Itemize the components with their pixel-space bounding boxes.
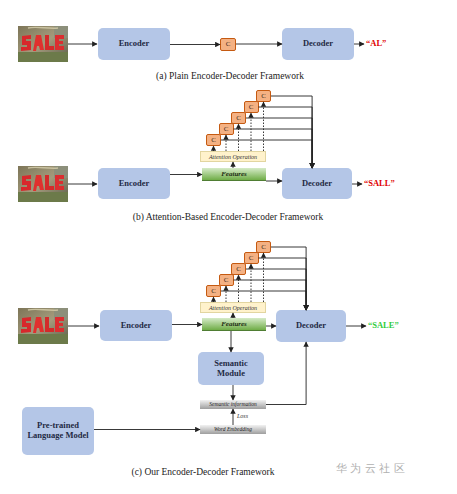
attention-context: C bbox=[256, 90, 271, 102]
node-text: Attention Operation bbox=[209, 305, 257, 311]
node-text: Encoder bbox=[119, 39, 150, 49]
connector bbox=[233, 385, 234, 400]
encoder-box: Encoder bbox=[100, 310, 172, 341]
node-text: C bbox=[236, 115, 241, 122]
attention-context: C bbox=[219, 123, 234, 135]
connector bbox=[263, 253, 264, 302]
context-vector: C bbox=[220, 38, 236, 51]
connector bbox=[233, 409, 234, 425]
node-text: C bbox=[226, 41, 231, 48]
connector bbox=[231, 331, 232, 352]
output-text: “SALL” bbox=[364, 178, 395, 188]
output-arrow bbox=[346, 326, 366, 327]
node-text: C bbox=[211, 288, 216, 295]
connector bbox=[266, 342, 306, 405]
connector bbox=[271, 96, 312, 168]
node-text: C bbox=[224, 277, 229, 284]
language-model-box: Pre-trained Language Model bbox=[22, 407, 94, 455]
connector bbox=[234, 129, 313, 168]
connector bbox=[94, 429, 200, 430]
decoder-box: Decoder bbox=[282, 28, 354, 60]
connector bbox=[170, 174, 202, 175]
connector bbox=[271, 247, 306, 310]
decoder-box: Decoder bbox=[276, 310, 346, 342]
connector bbox=[236, 44, 282, 45]
input-arrow bbox=[68, 184, 97, 185]
input-arrow bbox=[68, 44, 97, 45]
node-text: C bbox=[249, 255, 254, 262]
attention-context: C bbox=[231, 263, 246, 275]
node-text: Attention Operation bbox=[209, 154, 257, 160]
node-text: C bbox=[261, 93, 266, 100]
scene-photo bbox=[18, 26, 68, 62]
connector bbox=[226, 286, 227, 302]
node-text: Decoder bbox=[296, 321, 326, 331]
node-text: C bbox=[236, 266, 241, 273]
sub-caption: (c) Our Encoder-Decoder Framework bbox=[53, 467, 353, 477]
attention-box: Attention Operation bbox=[200, 302, 266, 313]
connector bbox=[170, 44, 220, 45]
connector bbox=[259, 107, 313, 168]
input-arrow bbox=[68, 326, 99, 327]
node-text: C bbox=[224, 126, 229, 133]
output-arrow bbox=[354, 44, 364, 45]
connector bbox=[263, 102, 264, 151]
features-bar: Features bbox=[202, 318, 266, 331]
sub-caption: (b) Attention-Based Encoder-Decoder Fram… bbox=[78, 212, 378, 222]
node-text: C bbox=[261, 244, 266, 251]
node-text: Word Embedding bbox=[214, 427, 252, 433]
attention-context: C bbox=[219, 274, 234, 286]
node-text: Decoder bbox=[303, 39, 333, 49]
scene-photo bbox=[18, 166, 68, 202]
connector bbox=[266, 326, 276, 327]
node-text: C bbox=[249, 104, 254, 111]
word-embedding-bar: Word Embedding bbox=[200, 425, 266, 434]
scene-photo bbox=[18, 308, 68, 344]
connector bbox=[251, 113, 252, 151]
semantic-info-bar: Semantic information bbox=[200, 400, 266, 409]
node-text: Encoder bbox=[119, 179, 150, 189]
connector bbox=[226, 135, 227, 151]
node-text: Features bbox=[221, 171, 247, 178]
decoder-box: Decoder bbox=[282, 168, 352, 199]
attention-context: C bbox=[231, 112, 246, 124]
output-text: “SALE” bbox=[368, 320, 399, 330]
output-arrow bbox=[352, 184, 362, 185]
encoder-box: Encoder bbox=[98, 168, 170, 199]
features-bar: Features bbox=[202, 168, 266, 181]
node-text: Pre-trained Language Model bbox=[27, 421, 89, 441]
node-text: Decoder bbox=[302, 179, 332, 189]
node-text: Features bbox=[221, 321, 247, 328]
attention-context: C bbox=[244, 252, 259, 264]
output-text: “AL” bbox=[366, 38, 386, 48]
node-text: C bbox=[211, 137, 216, 144]
attention-context: C bbox=[206, 285, 221, 297]
watermark: 华 为 云 社 区 bbox=[336, 461, 405, 476]
connector bbox=[238, 275, 239, 302]
semantic-module-box: Semantic Module bbox=[198, 352, 264, 385]
connector bbox=[251, 264, 252, 302]
node-text: Encoder bbox=[121, 321, 152, 331]
encoder-box: Encoder bbox=[98, 28, 170, 60]
attention-context: C bbox=[206, 134, 221, 146]
attention-box: Attention Operation bbox=[200, 151, 266, 162]
node-text: Semantic information bbox=[209, 402, 257, 408]
node-text: Semantic Module bbox=[203, 359, 259, 379]
connector bbox=[266, 181, 282, 182]
edge-label: Loss bbox=[237, 413, 248, 419]
attention-context: C bbox=[244, 101, 259, 113]
connector bbox=[172, 324, 202, 325]
connector bbox=[238, 124, 239, 151]
sub-caption: (a) Plain Encoder-Decoder Framework bbox=[80, 71, 380, 81]
attention-context: C bbox=[256, 241, 271, 253]
